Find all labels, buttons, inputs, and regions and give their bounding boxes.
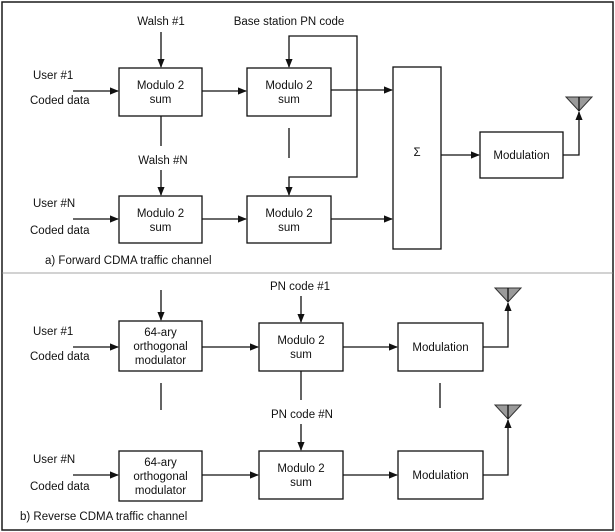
rev-modulo2-1-line2: sum [290,349,312,361]
base-station-pn-label: Base station PN code [234,16,345,28]
fwd-user-n-label: User #N [33,198,75,210]
pn-code-n-label: PN code #N [271,409,333,421]
fwd-modulo2-nb-line1: Modulo 2 [265,208,312,220]
rev-coded-data-n-label: Coded data [30,481,90,493]
fwd-modulo2-na-line1: Modulo 2 [137,208,184,220]
fwd-modulation-label: Modulation [493,150,549,162]
fwd-modulo2-sum-box-na [118,195,203,244]
reverse-caption: b) Reverse CDMA traffic channel [20,511,187,523]
walsh-1-label: Walsh #1 [137,16,185,28]
rev-modulation-box-1 [397,322,484,372]
rev-orth-n-line3: modulator [135,485,186,497]
rev-modulo2-1-line1: Modulo 2 [277,335,324,347]
rev-user-n-label: User #N [33,454,75,466]
rev-antenna-n-icon [493,404,523,420]
rev-modulo2-sum-box-1 [258,322,344,372]
rev-modulo2-n-line1: Modulo 2 [277,463,324,475]
rev-modulation-to-antenna-1 [483,302,512,348]
rev-modulo2-sum-box-n [258,450,344,500]
rev-orth-1-line2: orthogonal [133,341,187,353]
fwd-coded-data-1-label: Coded data [30,95,90,107]
rev-modulation-1-label: Modulation [412,342,468,354]
fwd-modulation-to-antenna [563,111,583,156]
rev-orthogonal-modulator-box-n [118,450,203,502]
fwd-modulo2-1b-line1: Modulo 2 [265,80,312,92]
fwd-modulo2-1a-line2: sum [150,94,172,106]
rev-modulation-to-antenna-n [483,419,512,476]
rev-user-1-label: User #1 [33,326,73,338]
rev-orth-1-line3: modulator [135,355,186,367]
walsh-n-label: Walsh #N [138,155,187,167]
rev-modulation-n-label: Modulation [412,470,468,482]
fwd-sigma-symbol: Σ [413,147,420,159]
fwd-modulo2-1a-line1: Modulo 2 [137,80,184,92]
rev-orth-1-line1: 64-ary [144,327,177,339]
fwd-modulo2-1b-line2: sum [278,94,300,106]
fwd-modulo2-na-line2: sum [150,222,172,234]
fwd-modulo2-nb-line2: sum [278,222,300,234]
fwd-modulo2-sum-box-nb [246,195,332,244]
fwd-coded-data-n-label: Coded data [30,225,90,237]
rev-antenna-1-icon [493,287,523,303]
rev-orth-n-line1: 64-ary [144,457,177,469]
forward-caption: a) Forward CDMA traffic channel [45,255,212,267]
fwd-modulation-box [479,131,564,179]
fwd-antenna-icon [564,96,594,112]
fwd-modulo2-sum-box-1a [118,67,203,117]
base-station-pn-arrow-1 [285,35,358,90]
fwd-modulo2-sum-box-1b [246,67,332,117]
fwd-user-1-label: User #1 [33,70,73,82]
pn-code-1-label: PN code #1 [270,281,330,293]
rev-coded-data-1-label: Coded data [30,351,90,363]
fwd-summation-box [392,66,442,250]
rev-orth-n-line2: orthogonal [133,471,187,483]
rev-modulo2-n-line2: sum [290,477,312,489]
rev-orthogonal-modulator-box-1 [118,320,203,372]
base-station-pn-arrow-n [285,90,358,196]
